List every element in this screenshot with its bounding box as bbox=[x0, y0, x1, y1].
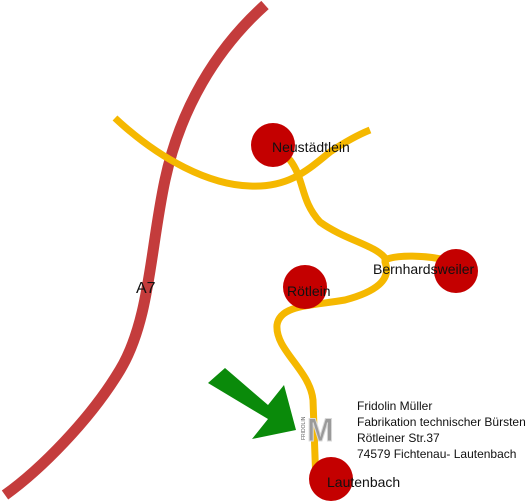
town-label-neustaedtlein: Neustädtlein bbox=[272, 139, 350, 155]
town-label-lautenbach: Lautenbach bbox=[327, 474, 401, 490]
address-name: Fridolin Müller bbox=[357, 399, 433, 413]
logo-letter: M bbox=[307, 412, 334, 448]
logo-side-text: FRIDOLIN bbox=[301, 416, 307, 440]
town-label-roetlein: Rötlein bbox=[287, 283, 331, 299]
arrow-down-right-icon bbox=[208, 368, 296, 439]
address-company: Fabrikation technischer Bürsten bbox=[357, 415, 526, 429]
town-marker-bernhardsweiler[interactable] bbox=[434, 249, 478, 293]
town-label-bernhardsweiler: Bernhardsweiler bbox=[373, 261, 475, 277]
fridolin-logo-icon: FRIDOLIN M bbox=[301, 412, 334, 449]
highway-a7 bbox=[1, 0, 269, 500]
town-marker-neustaedtlein[interactable] bbox=[251, 123, 295, 167]
address-street: Rötleiner Str.37 bbox=[357, 431, 440, 445]
company-address: Fridolin Müller Fabrikation technischer … bbox=[357, 398, 526, 462]
road-to-lautenbach bbox=[273, 258, 390, 488]
road-upper bbox=[112, 115, 372, 190]
town-marker-roetlein[interactable] bbox=[283, 265, 327, 309]
highway-label: A7 bbox=[136, 280, 156, 297]
address-city: 74579 Fichtenau- Lautenbach bbox=[357, 447, 517, 461]
town-marker-lautenbach[interactable] bbox=[309, 457, 353, 501]
road-neustaedtlein-bernhardsweiler bbox=[286, 156, 389, 262]
